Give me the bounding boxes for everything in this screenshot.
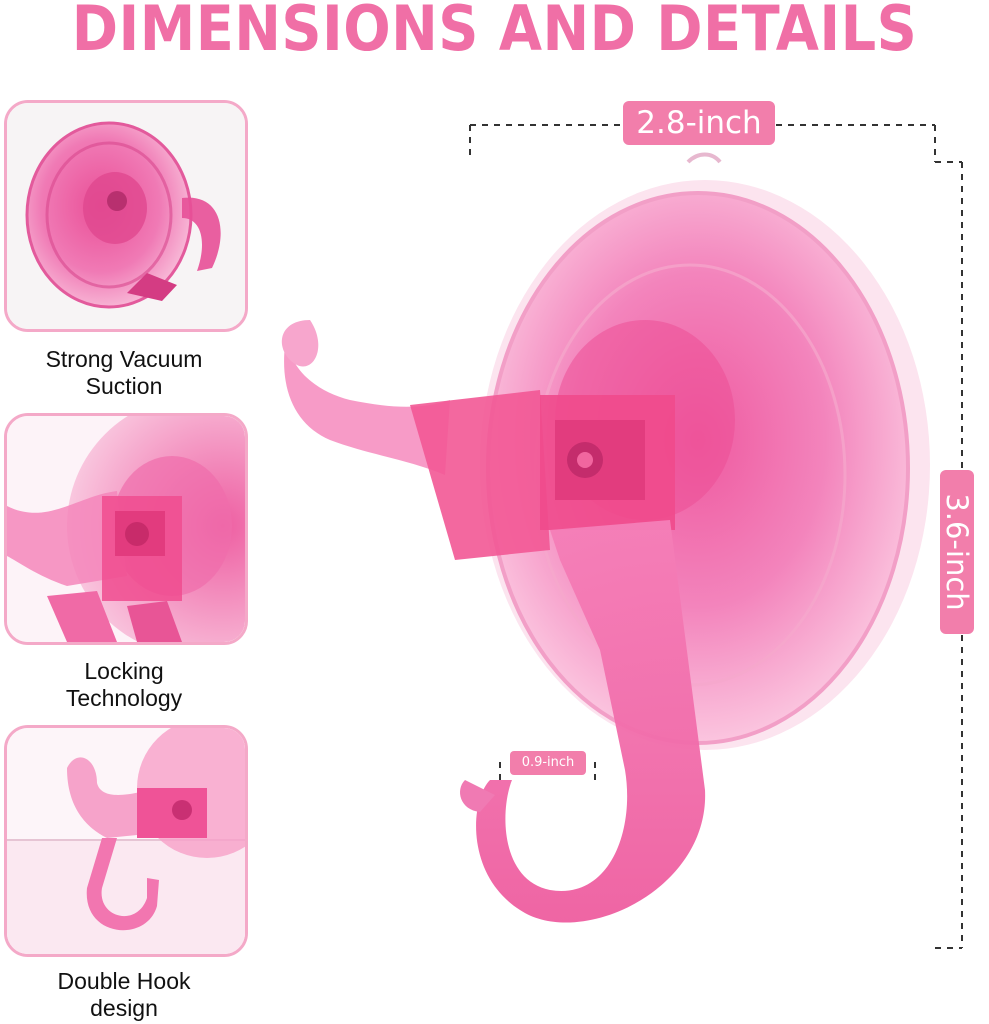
- hook-opening-dimension-label: 0.9-inch: [510, 751, 586, 775]
- feature-panel-suction: [4, 100, 248, 332]
- page-title: DIMENSIONS AND DETAILS: [71, 0, 918, 65]
- height-dimension-label: 3.6-inch: [940, 470, 974, 634]
- caption-line: Double Hook: [57, 968, 191, 994]
- product-hook-image: [281, 124, 963, 949]
- caption-line: Technology: [65, 685, 183, 711]
- locking-clip-image: [7, 416, 245, 642]
- caption-line: Locking: [84, 658, 164, 684]
- double-hook-image: [7, 728, 245, 954]
- feature-caption-suction: Strong Vacuum Suction: [0, 346, 248, 400]
- caption-line: Strong Vacuum: [45, 346, 203, 372]
- dimension-lines: [469, 124, 963, 949]
- feature-caption-double-hook: Double Hook design: [0, 968, 248, 1022]
- feature-panel-double-hook: [4, 725, 248, 957]
- feature-caption-locking: Locking Technology: [0, 658, 248, 712]
- suction-cup-image: [7, 103, 245, 329]
- height-dimension-wrap: 3.6-inch: [940, 470, 974, 634]
- width-dimension-label: 2.8-inch: [623, 101, 775, 145]
- caption-line: Suction: [85, 373, 163, 399]
- caption-line: design: [90, 995, 158, 1021]
- feature-panel-locking: [4, 413, 248, 645]
